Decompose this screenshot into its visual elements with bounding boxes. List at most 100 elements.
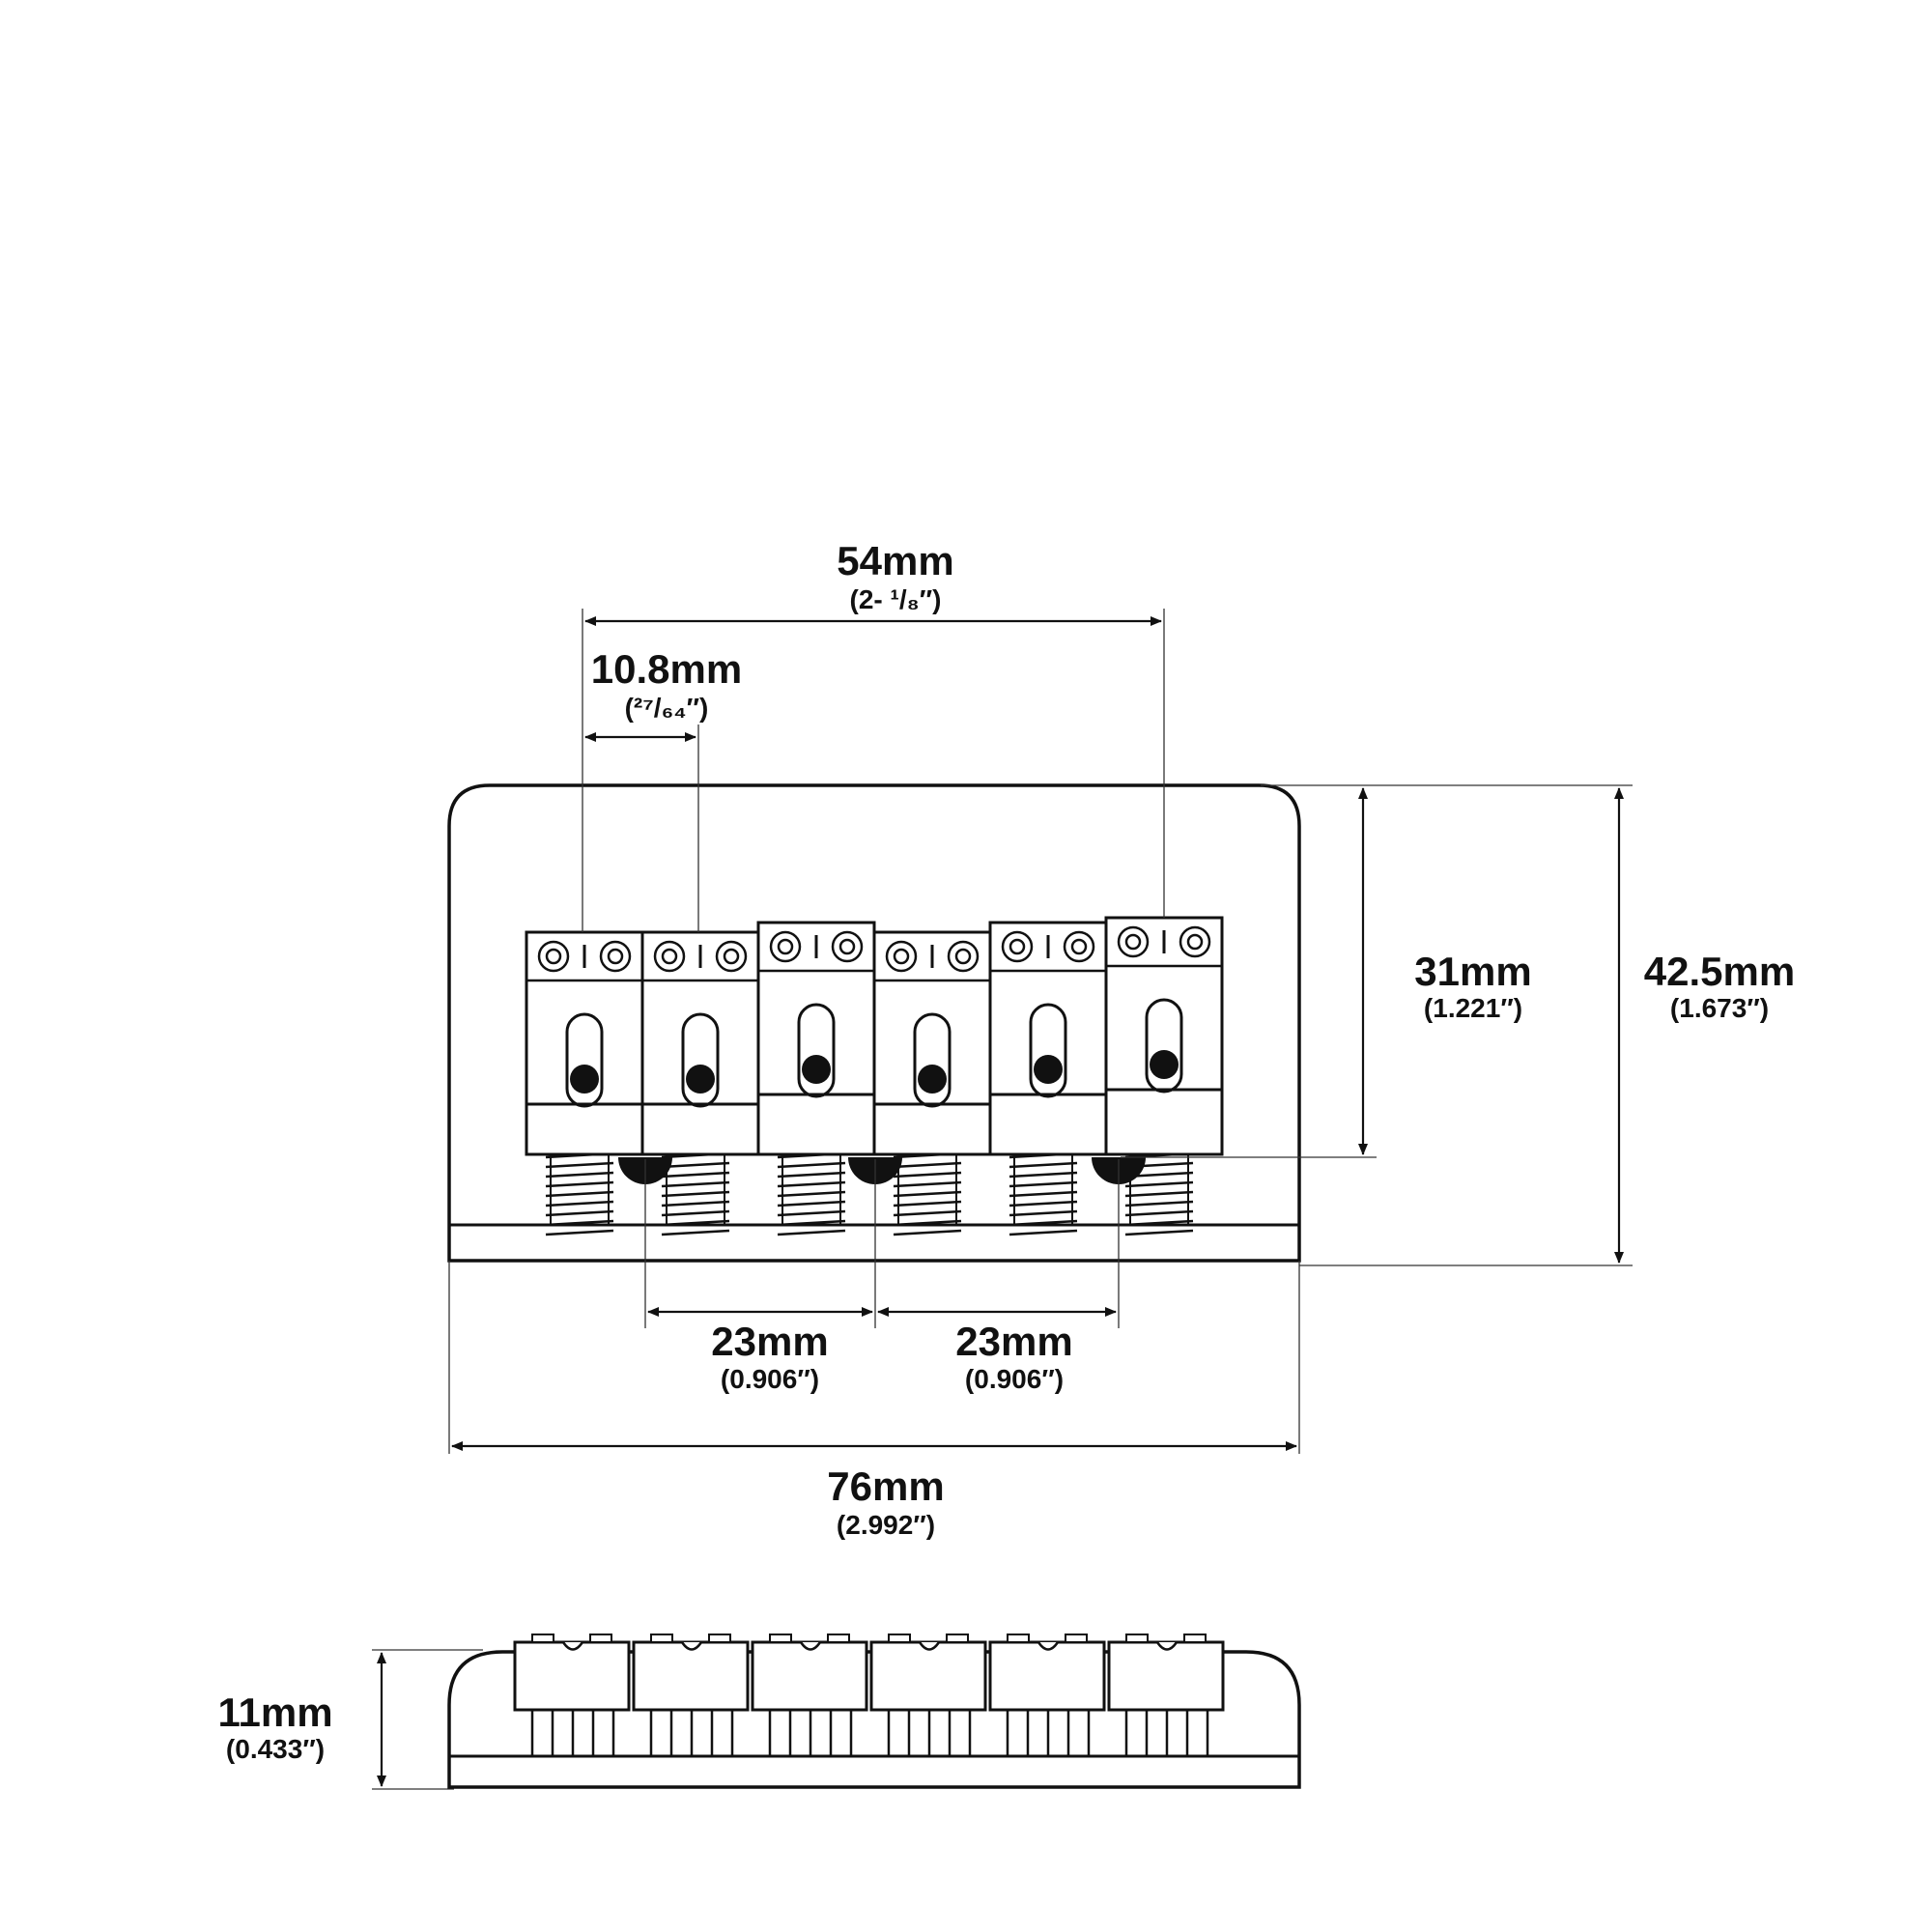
dim-11mm-sub: (0.433″) <box>226 1734 325 1764</box>
spring-coil <box>545 1229 614 1236</box>
spring-coil <box>545 1161 614 1169</box>
dim-76mm-sub: (2.992″) <box>837 1510 935 1540</box>
screw-center <box>1124 933 1142 951</box>
spring-coil <box>661 1200 730 1208</box>
spring-coil <box>893 1190 962 1198</box>
spring-coil <box>661 1161 730 1169</box>
spring-coil <box>545 1190 614 1198</box>
spring-coil <box>1124 1219 1194 1227</box>
dim-31mm-label: 31mm <box>1414 949 1531 994</box>
side-saddle-body <box>751 1640 868 1712</box>
spring-coil <box>1124 1229 1194 1236</box>
spring-coil <box>893 1200 962 1208</box>
saddle-5 <box>988 921 1108 1236</box>
spring-coil <box>893 1171 962 1179</box>
side-saddle-3 <box>751 1634 868 1756</box>
spring-coil <box>1009 1219 1078 1227</box>
spring-coil <box>1124 1200 1194 1208</box>
side-notch <box>1037 1641 1060 1651</box>
screw-center <box>838 938 856 955</box>
spring-coil <box>1124 1209 1194 1217</box>
spring-coil <box>893 1209 962 1217</box>
extension-lines <box>372 609 1633 1790</box>
bridge-side-view <box>447 1634 1301 1789</box>
saddle-1 <box>525 930 644 1236</box>
side-saddle-1 <box>513 1634 631 1756</box>
spring-coil <box>777 1229 846 1236</box>
saddle-3 <box>756 921 876 1236</box>
spring-coil <box>777 1209 846 1217</box>
spring-coil <box>777 1161 846 1169</box>
side-screw <box>946 1634 969 1643</box>
spring-coil <box>777 1190 846 1198</box>
dim-23mm-right-label: 23mm <box>955 1319 1072 1364</box>
side-saddle-2 <box>632 1634 750 1756</box>
string-ball <box>1034 1055 1063 1084</box>
dim-42-5mm-sub: (1.673″) <box>1670 993 1769 1023</box>
saddles <box>525 916 1224 1236</box>
screw-center <box>1070 938 1088 955</box>
dimension-arrows <box>377 616 1624 1787</box>
bridge-top-view <box>447 783 1301 1263</box>
screw-center <box>954 948 972 965</box>
side-screw <box>769 1634 792 1643</box>
spring-coil <box>661 1209 730 1217</box>
spring-coil <box>1009 1229 1078 1236</box>
spring-coil <box>661 1180 730 1188</box>
dim-23mm-left-sub: (0.906″) <box>721 1364 819 1394</box>
screw-center <box>545 948 562 965</box>
side-saddle-body <box>1107 1640 1225 1712</box>
spring-coil <box>545 1219 614 1227</box>
spring-coil <box>1009 1161 1078 1169</box>
spring-coil <box>893 1219 962 1227</box>
screw-center <box>607 948 624 965</box>
spring-coil <box>545 1180 614 1188</box>
spring-coil <box>661 1219 730 1227</box>
spring-coil <box>661 1171 730 1179</box>
spring-coil <box>661 1190 730 1198</box>
side-screw <box>589 1634 612 1643</box>
string-ball <box>802 1055 831 1084</box>
side-screw <box>1007 1634 1030 1643</box>
spring-coil <box>1009 1190 1078 1198</box>
side-screw <box>708 1634 731 1643</box>
side-notch <box>799 1641 822 1651</box>
side-notch <box>561 1641 584 1651</box>
dim-54mm-sub: (2- ¹/₈″) <box>850 584 942 614</box>
dim-76mm-label: 76mm <box>827 1463 944 1509</box>
spring-coil <box>1009 1171 1078 1179</box>
screw-center <box>661 948 678 965</box>
side-screw <box>888 1634 911 1643</box>
spring-coil <box>545 1171 614 1179</box>
string-ball <box>1150 1050 1179 1079</box>
side-screw <box>1125 1634 1149 1643</box>
spring-coil <box>545 1200 614 1208</box>
dim-54mm-label: 54mm <box>837 538 953 583</box>
spring-coil <box>777 1171 846 1179</box>
dim-23mm-left-label: 23mm <box>711 1319 828 1364</box>
saddle-6 <box>1104 916 1224 1236</box>
screw-center <box>1186 933 1204 951</box>
dim-31mm-sub: (1.221″) <box>1424 993 1522 1023</box>
dimension-labels: 54mm (2- ¹/₈″) 10.8mm (²⁷/₆₄″) 31mm (1.2… <box>217 538 1795 1764</box>
dim-42-5mm-label: 42.5mm <box>1644 949 1795 994</box>
side-screw <box>1183 1634 1207 1643</box>
dim-10-8mm-sub: (²⁷/₆₄″) <box>625 693 709 723</box>
spring-coil <box>1124 1190 1194 1198</box>
spring-coil <box>1009 1209 1078 1217</box>
string-ball <box>570 1065 599 1094</box>
side-saddle-5 <box>988 1634 1106 1756</box>
side-saddle-body <box>513 1640 631 1712</box>
side-screw <box>650 1634 673 1643</box>
spring-coil <box>777 1180 846 1188</box>
spring-coil <box>777 1200 846 1208</box>
screw-center <box>893 948 910 965</box>
string-ball <box>918 1065 947 1094</box>
spring-coil <box>545 1209 614 1217</box>
side-saddle-4 <box>869 1634 987 1756</box>
screw-center <box>723 948 740 965</box>
screw-center <box>777 938 794 955</box>
side-screw <box>1065 1634 1088 1643</box>
spring-coil <box>893 1180 962 1188</box>
side-notch <box>1155 1641 1179 1651</box>
